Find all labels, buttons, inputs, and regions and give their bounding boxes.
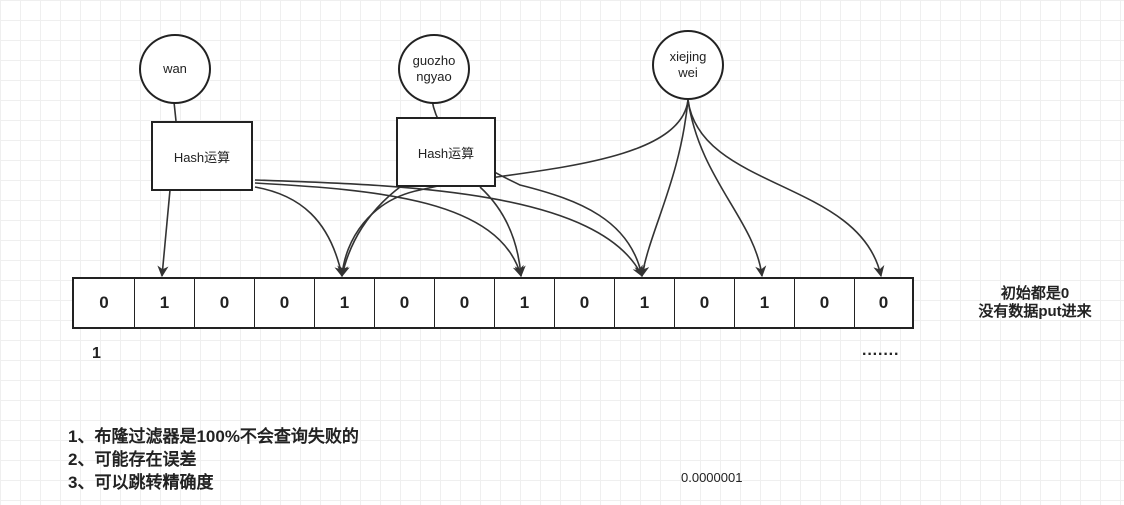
edge-xiejingwei-bit11 — [687, 99, 767, 278]
edge-hash2-bit4 — [338, 186, 401, 278]
node-wan: wan — [139, 34, 211, 104]
notes-list: 1、布隆过滤器是100%不会查询失败的 2、可能存在误差 3、可以跳转精确度 — [68, 425, 359, 494]
bit-cell: 1 — [494, 279, 554, 327]
node-xiejingwei-label: xiejing wei — [669, 49, 707, 80]
node-guozhongyao: guozho ngyao — [398, 34, 470, 104]
hash-box-1: Hash运算 — [151, 121, 253, 191]
init-note: 初始都是0 没有数据put进来 — [960, 285, 1110, 321]
edge-hash1-bit7 — [254, 182, 524, 278]
bit-cell: 0 — [674, 279, 734, 327]
edge-hash1-bit9 — [254, 179, 643, 278]
bit-cell: 1 — [734, 279, 794, 327]
index-label: 1 — [92, 345, 101, 362]
bit-cell: 1 — [314, 279, 374, 327]
edge-hash2-bit7 — [479, 186, 526, 278]
init-note-line1: 初始都是0 — [1000, 285, 1070, 302]
bit-cell: 1 — [614, 279, 674, 327]
hash-box-2: Hash运算 — [396, 117, 496, 187]
note-item: 1、布隆过滤器是100%不会查询失败的 — [68, 427, 359, 446]
edge-xiejingwei-bit4 — [337, 99, 689, 278]
bit-cell: 0 — [194, 279, 254, 327]
bit-cell: 0 — [794, 279, 854, 327]
bit-cell: 0 — [99, 293, 109, 312]
hash-box-1-label: Hash运算 — [173, 149, 231, 165]
bit-cell: 0 — [374, 279, 434, 327]
precision-value: 0.0000001 — [681, 470, 743, 485]
edge-xiejingwei-bit13 — [687, 99, 885, 278]
edge-xiejingwei-bit9 — [638, 99, 689, 278]
edge-hash1-bit4 — [254, 186, 346, 278]
bit-cell: 0 — [254, 279, 314, 327]
bit-cell: 1 — [134, 279, 194, 327]
bit-cell: 0 — [854, 279, 912, 327]
bit-cell: 0 — [434, 279, 494, 327]
note-item: 2、可能存在误差 — [68, 450, 197, 469]
edge-hash1-bit1 — [157, 189, 171, 278]
edge-wan-hash — [173, 101, 177, 122]
bit-cell: 0 — [554, 279, 614, 327]
hash-box-2-label: Hash运算 — [417, 145, 475, 161]
node-xiejingwei: xiejing wei — [652, 30, 724, 100]
node-wan-label: wan — [163, 61, 187, 76]
ellipsis: ······· — [862, 346, 900, 363]
bit-array: 0 1 0 0 1 0 0 1 0 1 0 1 0 0 — [72, 277, 914, 329]
node-guozhongyao-label: guozho ngyao — [412, 53, 456, 84]
note-item: 3、可以跳转精确度 — [68, 473, 214, 492]
init-note-line2: 没有数据put进来 — [978, 303, 1092, 320]
